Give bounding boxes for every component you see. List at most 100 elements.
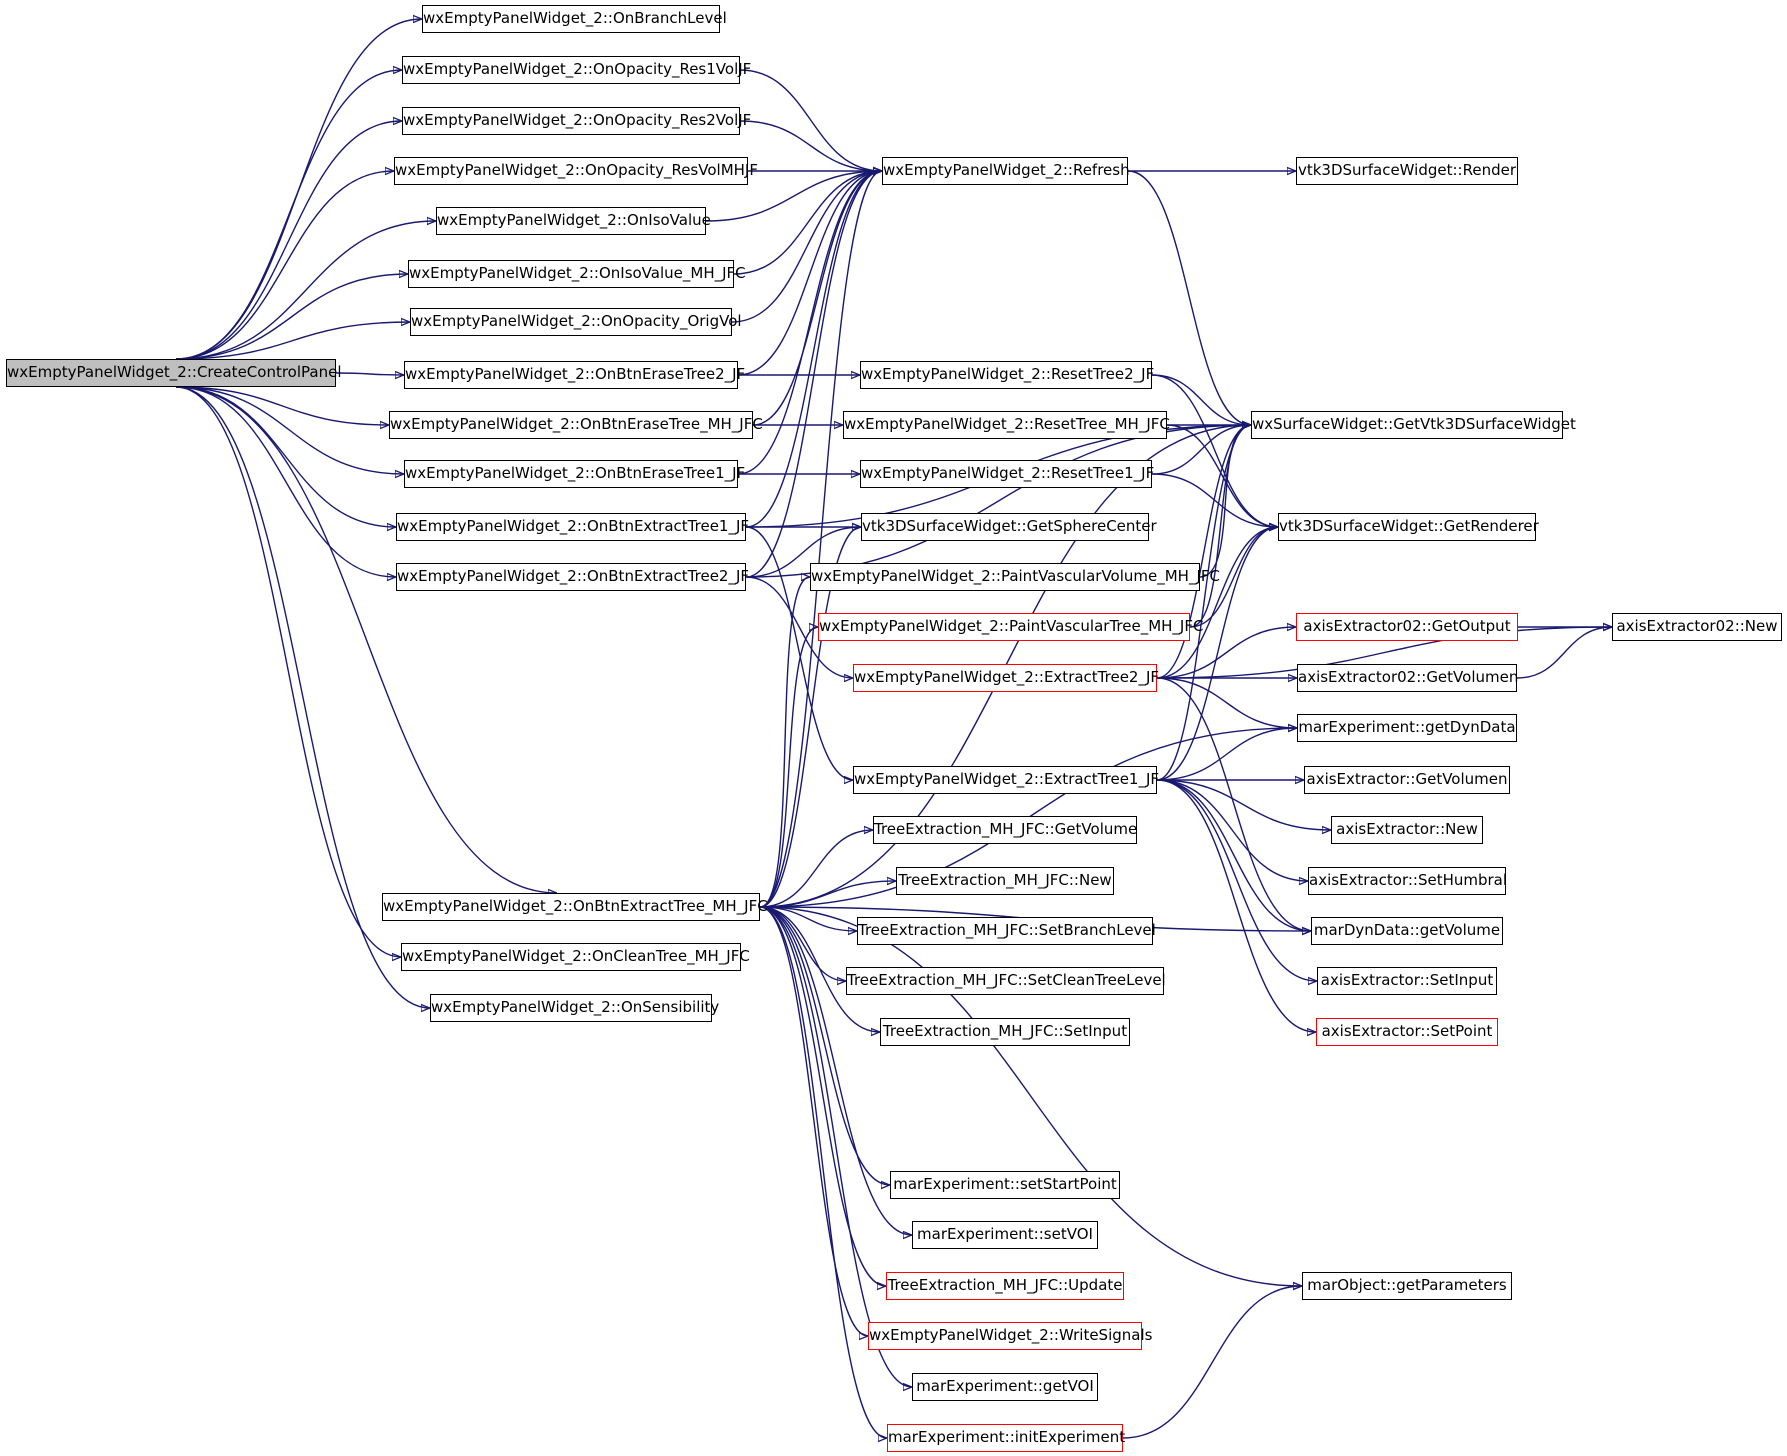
- node-axis-extractor-new[interactable]: axisExtractor::New: [1331, 816, 1483, 844]
- node-axis-extractor-set-point[interactable]: axisExtractor::SetPoint: [1316, 1018, 1498, 1046]
- node-on-iso-value[interactable]: wxEmptyPanelWidget_2::OnIsoValue: [436, 207, 711, 235]
- node-reset-tree1[interactable]: wxEmptyPanelWidget_2::ResetTree1_JF: [860, 460, 1154, 488]
- edge-createControlPanel-to-onOpacityOrig: [175, 322, 410, 360]
- edge-createControlPanel-to-onCleanTree: [175, 386, 401, 957]
- edge-onIsoValue-to-refresh: [705, 171, 882, 222]
- edge-extractTree2-to-ax02New: [1156, 627, 1612, 679]
- edge-onBtnExtractMH-to-teGetVolume: [759, 830, 873, 908]
- node-on-clean-tree[interactable]: wxEmptyPanelWidget_2::OnCleanTree_MH_JFC: [401, 943, 750, 971]
- node-on-sensibility[interactable]: wxEmptyPanelWidget_2::OnSensibility: [430, 994, 719, 1022]
- edge-extractTree1-to-getVtk3D: [1156, 425, 1252, 781]
- edge-onBtnExtractMH-to-setVOI: [759, 906, 912, 1235]
- node-tree-extraction-set-branch-level[interactable]: TreeExtraction_MH_JFC::SetBranchLevel: [857, 917, 1156, 945]
- node-init-experiment[interactable]: marExperiment::initExperiment: [887, 1424, 1125, 1452]
- node-axis-extractor-set-humbral[interactable]: axisExtractor::SetHumbral: [1308, 867, 1507, 895]
- edge-createControlPanel-to-onOpacityRes1: [175, 70, 402, 360]
- node-dyn-data-get-volume[interactable]: marDynData::getVolume: [1311, 917, 1503, 945]
- edge-onBtnExtractMH-to-teUpdate: [759, 906, 886, 1286]
- edge-onOpacityRes1-to-refresh: [739, 69, 882, 171]
- node-tree-extraction-new[interactable]: TreeExtraction_MH_JFC::New: [896, 867, 1114, 895]
- edge-paintVolume-to-getVtk3D: [1199, 425, 1252, 578]
- edge-createControlPanel-to-onOpacityRes2: [175, 121, 402, 360]
- edge-extractTree1-to-axSetHumbral: [1156, 779, 1308, 881]
- node-on-btn-extract-tree2[interactable]: wxEmptyPanelWidget_2::OnBtnExtractTree2_…: [396, 563, 749, 591]
- edge-extractTree1-to-axNew: [1156, 779, 1331, 830]
- node-axis-extractor02-get-volumen[interactable]: axisExtractor02::GetVolumen: [1297, 664, 1518, 692]
- node-reset-tree2[interactable]: wxEmptyPanelWidget_2::ResetTree2_JF: [860, 361, 1154, 389]
- edge-onBtnExtractMH-to-paintVolume: [759, 577, 811, 908]
- node-axis-extractor02-get-output[interactable]: axisExtractor02::GetOutput: [1296, 613, 1518, 641]
- node-on-opacity-res2[interactable]: wxEmptyPanelWidget_2::OnOpacity_Res2VolJ…: [402, 107, 751, 135]
- edge-onBtnExtract2-to-refresh: [745, 171, 882, 578]
- node-refresh[interactable]: wxEmptyPanelWidget_2::Refresh: [882, 157, 1130, 185]
- node-on-opacity-res-mh[interactable]: wxEmptyPanelWidget_2::OnOpacity_ResVolMH…: [394, 157, 758, 185]
- edge-ax02GetVolumen-to-ax02New: [1516, 627, 1612, 679]
- node-on-btn-extract-tree-mh[interactable]: wxEmptyPanelWidget_2::OnBtnExtractTree_M…: [382, 893, 768, 921]
- node-on-branch-level[interactable]: wxEmptyPanelWidget_2::OnBranchLevel: [422, 5, 727, 33]
- node-set-voi[interactable]: marExperiment::setVOI: [912, 1221, 1098, 1249]
- node-on-iso-value-mh[interactable]: wxEmptyPanelWidget_2::OnIsoValue_MH_JFC: [408, 260, 746, 288]
- node-tree-extraction-set-input[interactable]: TreeExtraction_MH_JFC::SetInput: [880, 1018, 1130, 1046]
- edge-createControlPanel-to-onSensibility: [175, 386, 430, 1008]
- node-get-parameters[interactable]: marObject::getParameters: [1302, 1272, 1512, 1300]
- node-paint-vascular-tree[interactable]: wxEmptyPanelWidget_2::PaintVascularTree_…: [818, 613, 1203, 641]
- edge-resetTree1-to-getVtk3D: [1151, 425, 1251, 475]
- edge-createControlPanel-to-onBtnErase1: [175, 386, 404, 474]
- edge-onIsoValueMH-to-refresh: [733, 171, 882, 275]
- edge-extractTree2-to-dynGetVolume: [1156, 677, 1311, 931]
- edge-onBtnExtract1-to-extractTree1: [745, 526, 853, 780]
- node-get-voi[interactable]: marExperiment::getVOI: [912, 1373, 1098, 1401]
- edge-createControlPanel-to-onOpacityResMH: [175, 171, 394, 360]
- edge-extractTree1-to-getDynData: [1156, 728, 1297, 781]
- edge-refresh-to-getVtk3D: [1127, 170, 1251, 425]
- node-reset-tree-mh[interactable]: wxEmptyPanelWidget_2::ResetTree_MH_JFC: [843, 411, 1170, 439]
- node-tree-extraction-get-volume[interactable]: TreeExtraction_MH_JFC::GetVolume: [873, 816, 1137, 844]
- edge-createControlPanel-to-onBtnErase2: [335, 373, 404, 375]
- node-on-btn-erase-tree2[interactable]: wxEmptyPanelWidget_2::OnBtnEraseTree2_JF: [404, 361, 745, 389]
- edge-onBtnExtractMH-to-setStartPoint: [759, 906, 890, 1185]
- node-on-opacity-orig[interactable]: wxEmptyPanelWidget_2::OnOpacity_OrigVol: [410, 308, 742, 336]
- node-extract-tree2[interactable]: wxEmptyPanelWidget_2::ExtractTree2_JF: [853, 664, 1159, 692]
- edge-extractTree1-to-dynGetVolume: [1156, 779, 1311, 931]
- edge-extractTree2-to-getVtk3D: [1156, 425, 1252, 679]
- node-tree-extraction-update[interactable]: TreeExtraction_MH_JFC::Update: [886, 1272, 1124, 1300]
- node-get-renderer[interactable]: vtk3DSurfaceWidget::GetRenderer: [1278, 513, 1539, 541]
- edge-onBtnErase2-to-refresh: [737, 171, 882, 376]
- node-write-signals[interactable]: wxEmptyPanelWidget_2::WriteSignals: [868, 1322, 1152, 1350]
- node-on-btn-erase-tree1[interactable]: wxEmptyPanelWidget_2::OnBtnEraseTree1_JF: [404, 460, 745, 488]
- edge-onBtnErase1-to-refresh: [737, 171, 882, 475]
- edge-onBtnExtractMH-to-initExperiment: [759, 906, 887, 1438]
- node-render[interactable]: vtk3DSurfaceWidget::Render: [1296, 157, 1518, 185]
- edge-onBtnExtract2-to-getVtk3D: [745, 425, 1251, 578]
- node-get-vtk3d-surface-widget[interactable]: wxSurfaceWidget::GetVtk3DSurfaceWidget: [1251, 411, 1576, 439]
- edge-onBtnExtract2-to-getSphereCenter: [745, 527, 861, 578]
- node-on-opacity-res1[interactable]: wxEmptyPanelWidget_2::OnOpacity_Res1VolJ…: [402, 56, 751, 84]
- edge-extractTree2-to-getRenderer: [1156, 527, 1278, 679]
- edge-extractTree1-to-getRenderer: [1156, 527, 1278, 781]
- edge-createControlPanel-to-onBtnExtractMH: [175, 386, 557, 893]
- node-extract-tree1[interactable]: wxEmptyPanelWidget_2::ExtractTree1_JF: [853, 766, 1159, 794]
- node-axis-extractor-get-volumen[interactable]: axisExtractor::GetVolumen: [1304, 766, 1510, 794]
- node-get-dyn-data[interactable]: marExperiment::getDynData: [1297, 714, 1517, 742]
- edge-resetTree2-to-getVtk3D: [1151, 374, 1251, 425]
- node-axis-extractor-set-input[interactable]: axisExtractor::SetInput: [1317, 967, 1497, 995]
- edge-onBtnExtractMH-to-paintTree: [759, 627, 819, 908]
- edge-paintTree-to-getRenderer: [1189, 527, 1278, 628]
- node-axis-extractor02-new[interactable]: axisExtractor02::New: [1612, 613, 1782, 641]
- edge-initExperiment-to-getParameters: [1122, 1286, 1302, 1439]
- edge-createControlPanel-to-onIsoValueMH: [175, 274, 408, 360]
- node-create-control-panel[interactable]: wxEmptyPanelWidget_2::CreateControlPanel: [6, 359, 341, 387]
- node-get-sphere-center[interactable]: vtk3DSurfaceWidget::GetSphereCenter: [861, 513, 1157, 541]
- edge-onOpacityRes2-to-refresh: [739, 120, 882, 171]
- node-on-btn-erase-tree-mh[interactable]: wxEmptyPanelWidget_2::OnBtnEraseTree_MH_…: [389, 411, 763, 439]
- node-paint-vascular-volume[interactable]: wxEmptyPanelWidget_2::PaintVascularVolum…: [810, 563, 1220, 591]
- edge-onBtnExtractMH-to-teSetInput: [759, 906, 880, 1032]
- edge-extractTree2-to-ax02GetOutput: [1156, 627, 1296, 679]
- node-set-start-point[interactable]: marExperiment::setStartPoint: [890, 1171, 1120, 1199]
- node-tree-extraction-set-clean-tree-level[interactable]: TreeExtraction_MH_JFC::SetCleanTreeLevel: [846, 967, 1166, 995]
- edge-onBtnExtractMH-to-writeSignals: [759, 906, 869, 1336]
- edge-extractTree1-to-axSetPoint: [1156, 779, 1316, 1032]
- node-on-btn-extract-tree1[interactable]: wxEmptyPanelWidget_2::OnBtnExtractTree1_…: [396, 513, 749, 541]
